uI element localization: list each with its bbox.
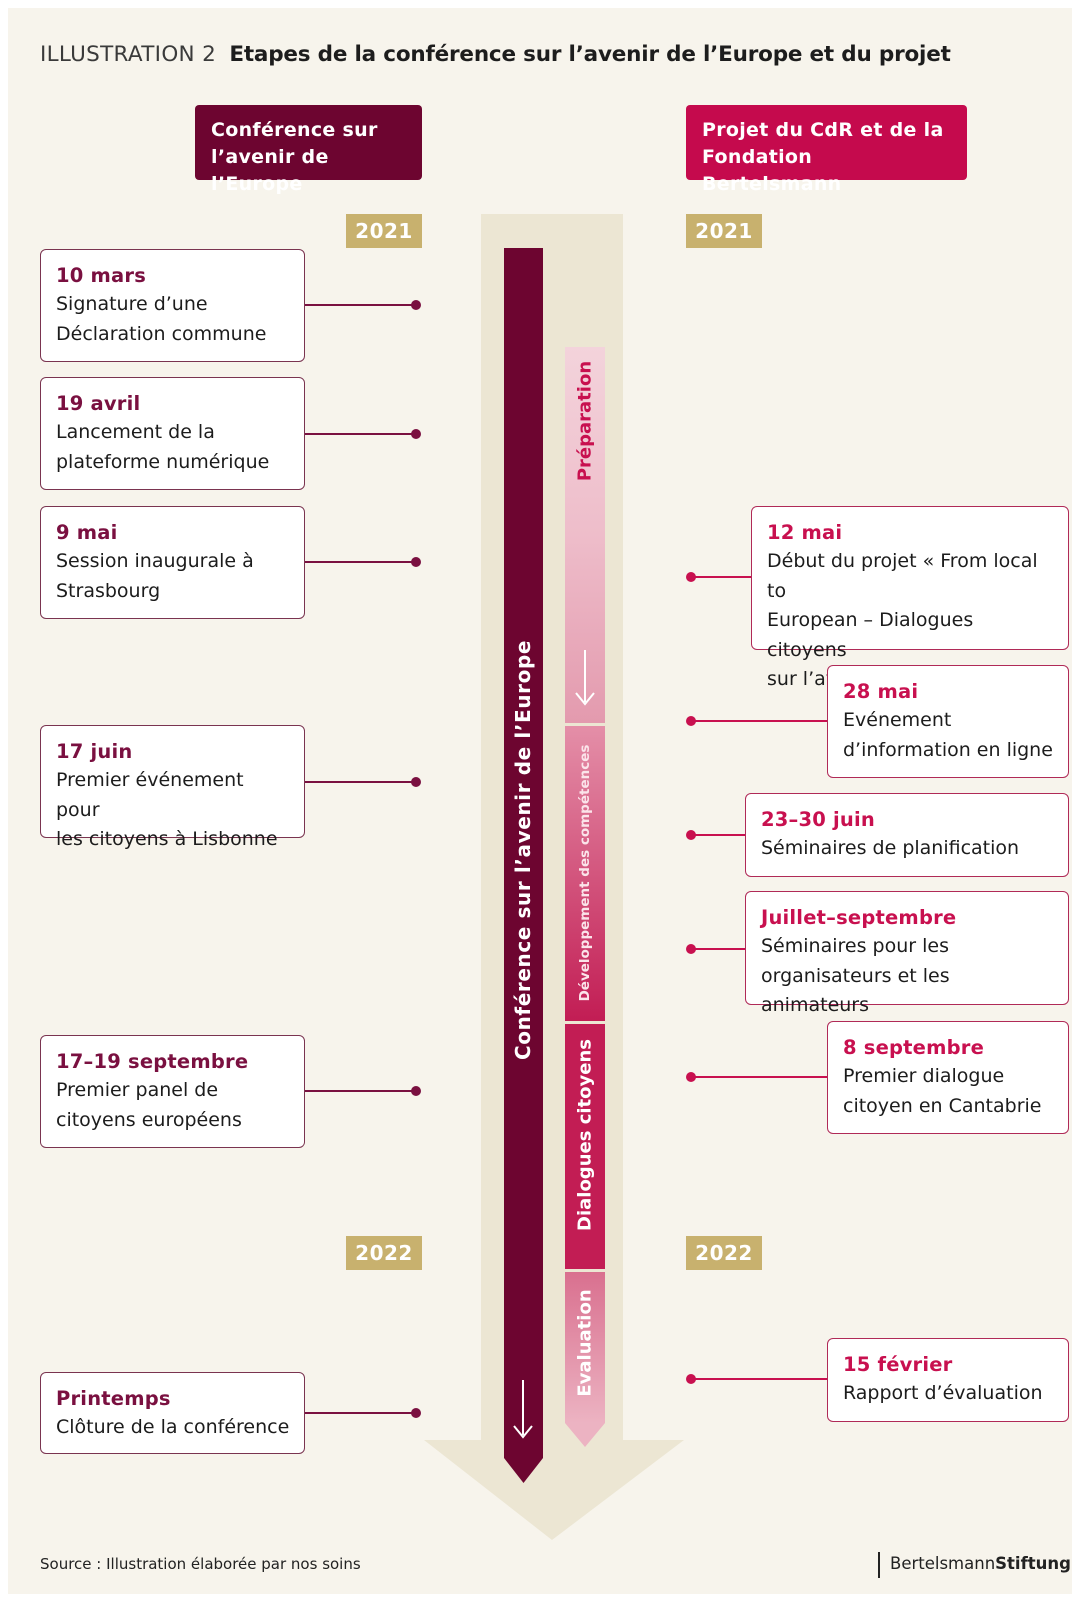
figure-label: ILLUSTRATION 2 <box>40 42 217 67</box>
event-date: 17–19 septembre <box>56 1050 249 1073</box>
event-left-5: 17–19 septembre Premier panel de citoyen… <box>40 1035 305 1148</box>
connector-left-5 <box>305 1090 415 1092</box>
header-project: Projet du CdR et de la Fondation Bertels… <box>686 105 967 195</box>
event-date: Juillet–septembre <box>761 906 957 929</box>
event-date: 12 mai <box>767 521 843 544</box>
bertelsmann-stiftung-logo: BertelsmannStiftung <box>878 1552 1071 1578</box>
year-right-2022: 2022 <box>686 1236 762 1270</box>
connector-left-6 <box>305 1412 415 1414</box>
source-note: Source : Illustration élaborée par nos s… <box>40 1555 361 1573</box>
event-left-1: 10 mars Signature d’une Déclaration comm… <box>40 249 305 362</box>
connector-dot <box>411 1408 421 1418</box>
conference-bar-arrowhead <box>504 1458 543 1483</box>
event-text: Evénement d’information en ligne <box>843 709 1053 761</box>
conference-bar-label: Conférence sur l’avenir de l’Europe <box>511 639 535 1061</box>
event-text: Rapport d’évaluation <box>843 1382 1043 1404</box>
event-left-3: 9 mai Session inaugurale à Strasbourg <box>40 506 305 619</box>
connector-left-3 <box>305 561 415 563</box>
connector-dot <box>411 557 421 567</box>
event-date: 8 septembre <box>843 1036 985 1059</box>
header-conference: Conférence sur l’avenir de l’Europe <box>195 105 422 195</box>
phase-label-evaluation: Evaluation <box>574 1289 596 1397</box>
connector-dot <box>411 300 421 310</box>
event-date: 10 mars <box>56 264 147 287</box>
figure-title: ILLUSTRATION 2 Etapes de la conférence s… <box>40 42 951 67</box>
event-date: 17 juin <box>56 740 133 763</box>
connector-right-1 <box>691 576 751 578</box>
event-date: 28 mai <box>843 680 919 703</box>
connector-left-2 <box>305 433 415 435</box>
event-text: Premier événement pour les citoyens à Li… <box>56 769 278 850</box>
event-right-6: 15 février Rapport d’évaluation <box>827 1338 1069 1422</box>
event-right-2: 28 mai Evénement d’information en ligne <box>827 665 1069 778</box>
event-text: Session inaugurale à Strasbourg <box>56 550 254 602</box>
event-text: Séminaires de planification <box>761 837 1020 859</box>
event-date: 23–30 juin <box>761 808 875 831</box>
connector-left-4 <box>305 781 415 783</box>
event-text: Premier dialogue citoyen en Cantabrie <box>843 1065 1042 1117</box>
event-right-3: 23–30 juin Séminaires de planification <box>745 793 1069 877</box>
year-right-2021: 2021 <box>686 214 762 248</box>
event-left-6: Printemps Clôture de la conférence <box>40 1372 305 1454</box>
event-text: Clôture de la conférence <box>56 1416 290 1438</box>
connector-right-3 <box>691 834 745 836</box>
year-left-2022: 2022 <box>346 1236 422 1270</box>
event-left-4: 17 juin Premier événement pour les citoy… <box>40 725 305 850</box>
connector-left-1 <box>305 304 415 306</box>
event-text: Signature d’une Déclaration commune <box>56 293 267 345</box>
big-timeline-arrow <box>424 214 684 1540</box>
phase-label-competences: Développement des compétences <box>577 744 593 1002</box>
connector-right-5 <box>691 1076 827 1078</box>
connector-dot <box>411 777 421 787</box>
event-text: Début du projet « From local to European… <box>767 550 1038 690</box>
figure-heading: Etapes de la conférence sur l’avenir de … <box>229 42 951 67</box>
event-text: Lancement de la plateforme numérique <box>56 421 270 473</box>
event-left-2: 19 avril Lancement de la plateforme numé… <box>40 377 305 490</box>
conference-bar <box>504 248 543 1458</box>
event-date: 9 mai <box>56 521 118 544</box>
phase-evaluation <box>565 1272 605 1423</box>
phase-label-dialogues: Dialogues citoyens <box>574 1039 596 1231</box>
event-right-1: 12 mai Début du projet « From local to E… <box>751 506 1069 690</box>
phase-label-preparation: Préparation <box>574 360 596 482</box>
event-date: Printemps <box>56 1387 171 1410</box>
phase-competences <box>565 726 605 1021</box>
logo-regular: Bertelsmann <box>890 1554 996 1573</box>
event-right-5: 8 septembre Premier dialogue citoyen en … <box>827 1021 1069 1134</box>
connector-right-4 <box>691 948 745 950</box>
event-text: Séminaires pour les organisateurs et les… <box>761 935 950 1016</box>
connector-right-6 <box>691 1378 827 1380</box>
event-date: 15 février <box>843 1353 953 1376</box>
connector-dot <box>411 429 421 439</box>
phase-arrowhead <box>565 1423 605 1447</box>
event-right-4: Juillet–septembre Séminaires pour les or… <box>745 891 1069 1016</box>
connector-right-2 <box>691 720 827 722</box>
year-left-2021: 2021 <box>346 214 422 248</box>
header-project-label: Projet du CdR et de la Fondation Bertels… <box>702 119 944 195</box>
event-text: Premier panel de citoyens européens <box>56 1079 242 1131</box>
event-date: 19 avril <box>56 392 141 415</box>
phase-dialogues <box>565 1024 605 1269</box>
header-conference-label: Conférence sur l’avenir de l’Europe <box>211 119 378 195</box>
connector-dot <box>411 1086 421 1096</box>
logo-bold: Stiftung <box>995 1554 1071 1573</box>
